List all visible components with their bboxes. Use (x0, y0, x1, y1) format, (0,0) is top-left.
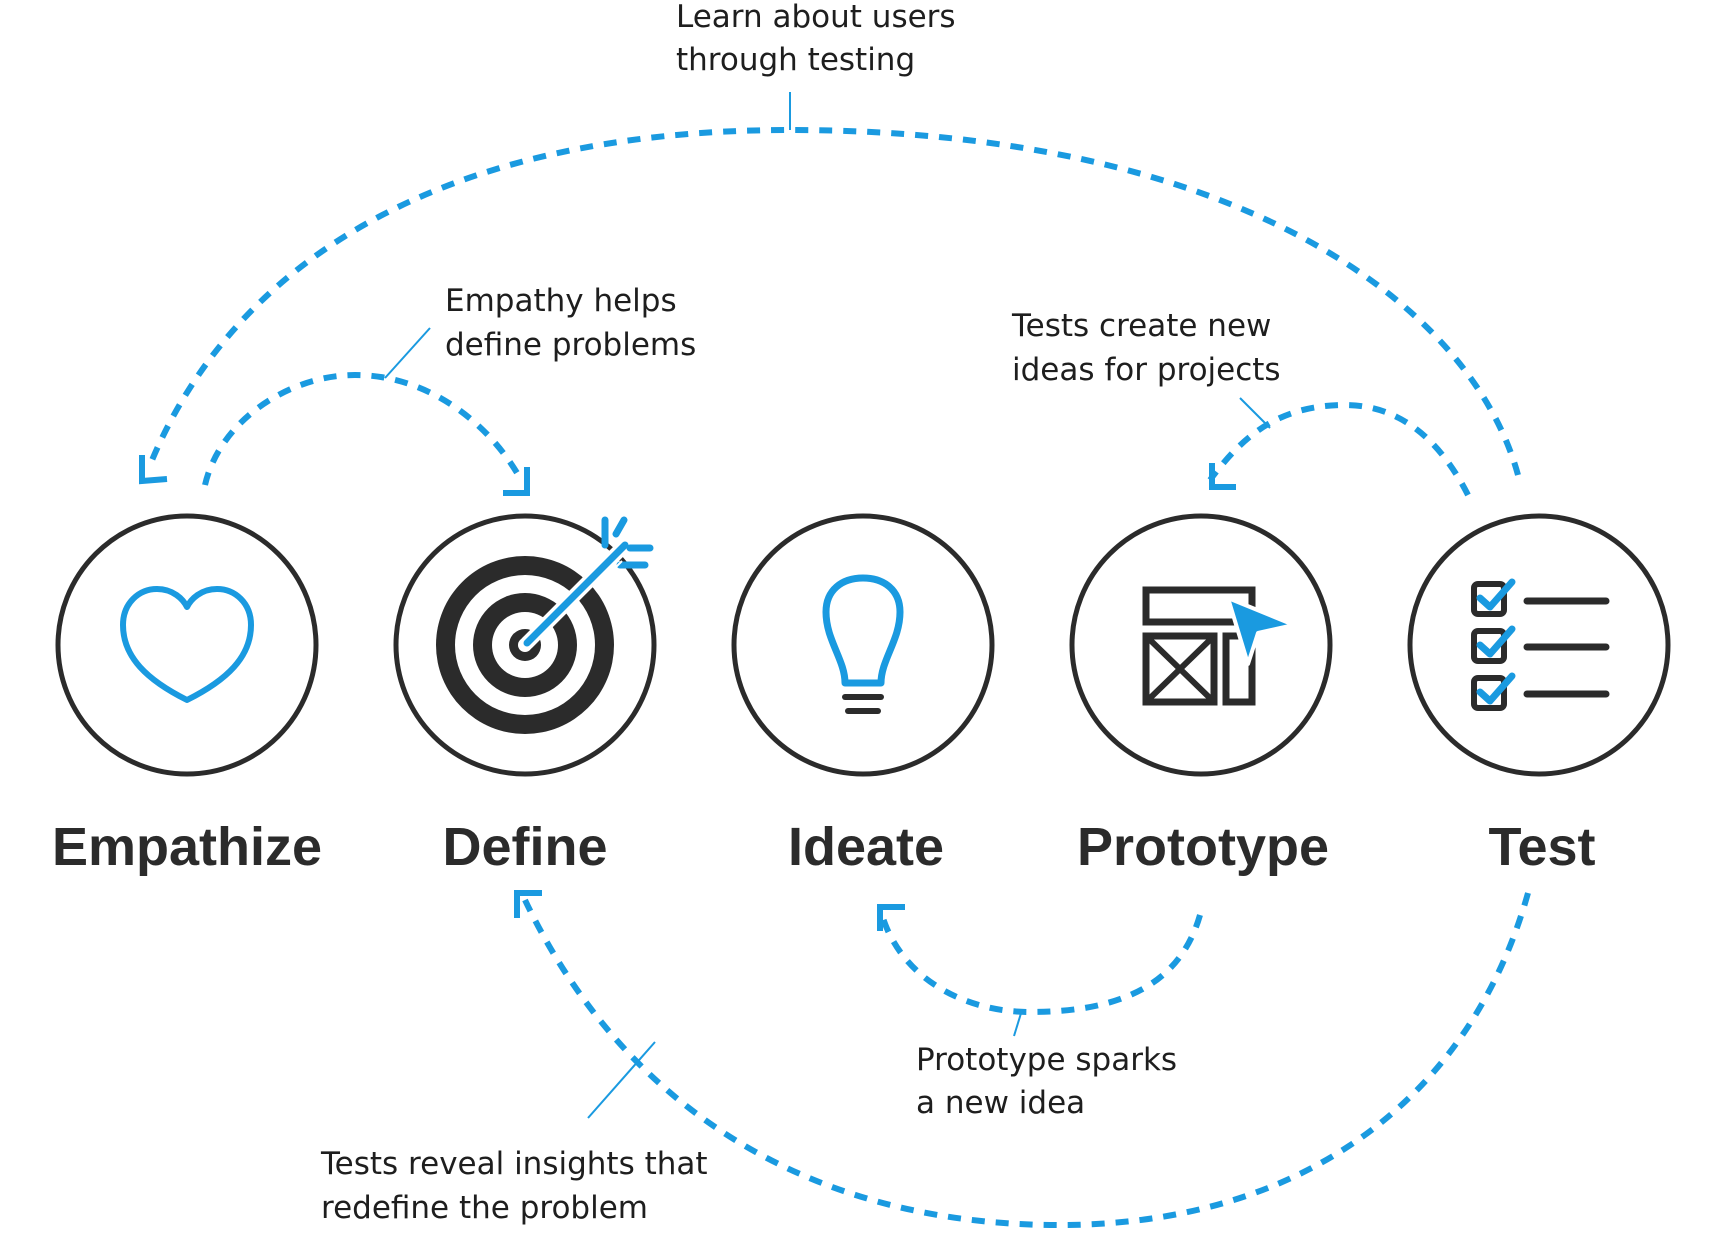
leader-tests-create (1239, 397, 1271, 429)
lightbulb-icon (822, 574, 904, 714)
stage-label-define: Define (442, 817, 607, 877)
arrowhead-define-bottom (514, 890, 542, 918)
annotation-tests-reveal: Tests reveal insights that redefine the … (320, 1146, 717, 1226)
stage-label-prototype: Prototype (1077, 817, 1329, 877)
arrow-test-to-empathize (147, 126, 1521, 476)
leader-empathy (384, 327, 431, 379)
annotation-learn: Learn about users through testing (676, 0, 965, 78)
heart-icon (120, 586, 254, 703)
arrowhead-empathize (139, 455, 168, 485)
prototype-circle (1069, 513, 1333, 777)
leader-tests-reveal (587, 1041, 656, 1119)
arrow-test-to-define (522, 892, 1531, 1229)
stage-label-ideate: Ideate (788, 817, 944, 877)
arrowhead-ideate (877, 904, 905, 931)
annotation-tests-create: Tests create new ideas for projects (1011, 308, 1281, 388)
leader-prototype-sparks (1013, 1009, 1023, 1037)
stage-label-test: Test (1488, 817, 1595, 877)
arrow-prototype-to-ideate (879, 914, 1203, 1016)
arrow-test-to-prototype (1207, 401, 1471, 497)
stage-label-empathize: Empathize (52, 817, 322, 877)
arrowhead-prototype (1209, 463, 1236, 490)
arrowhead-define (503, 467, 530, 496)
arrow-empathize-to-define (202, 371, 523, 486)
annotation-prototype-sparks: Prototype sparks a new idea (916, 1042, 1187, 1121)
test-circle (1407, 513, 1671, 777)
annotation-empathy: Empathy helps define problems (445, 283, 696, 363)
target-arrow-icon (436, 516, 654, 734)
ideate-circle (731, 513, 995, 777)
empathize-circle (55, 513, 319, 777)
define-circle (393, 513, 657, 777)
wireframe-cursor-icon (1142, 586, 1296, 706)
checklist-icon (1471, 578, 1610, 711)
